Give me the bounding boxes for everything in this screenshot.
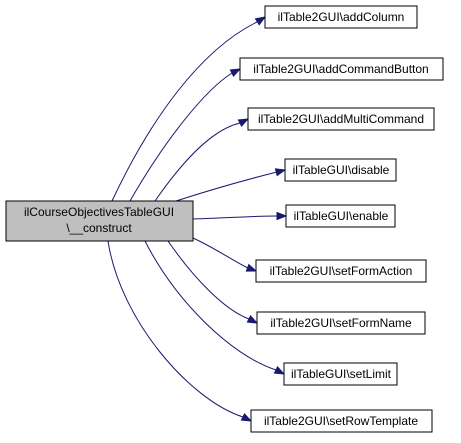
target-node-label: ilTableGUI\disable <box>293 163 390 177</box>
target-node-enable[interactable]: ilTableGUI\enable <box>285 204 396 228</box>
arrowhead-icon <box>229 68 242 78</box>
target-node-box <box>283 362 398 386</box>
arrowhead-icon <box>276 211 288 221</box>
target-node-addmulticommand[interactable]: ilTable2GUI\addMultiCommand <box>247 107 435 131</box>
call-edge <box>192 237 249 269</box>
target-node-box <box>250 409 433 433</box>
call-edge <box>144 240 277 371</box>
arrowhead-icon <box>254 16 267 26</box>
target-node-addcommandbutton[interactable]: ilTable2GUI\addCommandButton <box>239 57 444 81</box>
arrowhead-icon <box>240 412 253 422</box>
target-node-label: ilTable2GUI\addMultiCommand <box>258 112 424 126</box>
root-node-label-line-2: \__construct <box>66 221 132 235</box>
target-node-box <box>255 259 427 283</box>
target-node-label: ilTable2GUI\addCommandButton <box>253 62 428 76</box>
root-node[interactable]: ilCourseObjectivesTableGUI \__construct <box>5 200 194 242</box>
target-node-setformaction[interactable]: ilTable2GUI\setFormAction <box>255 259 427 283</box>
target-node-addcolumn[interactable]: ilTable2GUI\addColumn <box>264 5 418 29</box>
target-node-box <box>256 311 426 335</box>
arrowhead-icon <box>237 118 250 128</box>
root-node-box <box>5 200 194 242</box>
target-node-label: ilTable2GUI\setFormAction <box>270 264 413 278</box>
call-edge <box>175 171 278 202</box>
target-node-box <box>284 158 397 182</box>
target-node-label: ilTable2GUI\setRowTemplate <box>264 414 418 428</box>
target-node-label: ilTable2GUI\addColumn <box>278 10 405 24</box>
call-edge <box>129 72 233 202</box>
target-node-box <box>247 107 435 131</box>
target-node-box <box>285 204 396 228</box>
call-edges <box>107 16 288 422</box>
call-edge <box>154 122 241 202</box>
target-node-setrowtemplate[interactable]: ilTable2GUI\setRowTemplate <box>250 409 433 433</box>
target-node-label: ilTableGUI\setLimit <box>291 367 392 381</box>
target-node-setformname[interactable]: ilTable2GUI\setFormName <box>256 311 426 335</box>
target-node-setlimit[interactable]: ilTableGUI\setLimit <box>283 362 398 386</box>
target-node-label: ilTableGUI\enable <box>294 209 389 223</box>
arrowhead-icon <box>246 314 259 324</box>
arrowhead-icon <box>273 365 286 375</box>
target-node-box <box>264 5 418 29</box>
call-edge <box>167 240 250 320</box>
target-node-disable[interactable]: ilTableGUI\disable <box>284 158 397 182</box>
call-edge <box>192 215 279 220</box>
target-node-box <box>239 57 444 81</box>
call-edge <box>107 240 244 418</box>
call-edge <box>111 21 258 202</box>
target-node-label: ilTable2GUI\setFormName <box>270 316 412 330</box>
arrowhead-icon <box>274 168 287 177</box>
arrowhead-icon <box>245 263 258 272</box>
root-node-label-line-1: ilCourseObjectivesTableGUI <box>24 205 174 219</box>
